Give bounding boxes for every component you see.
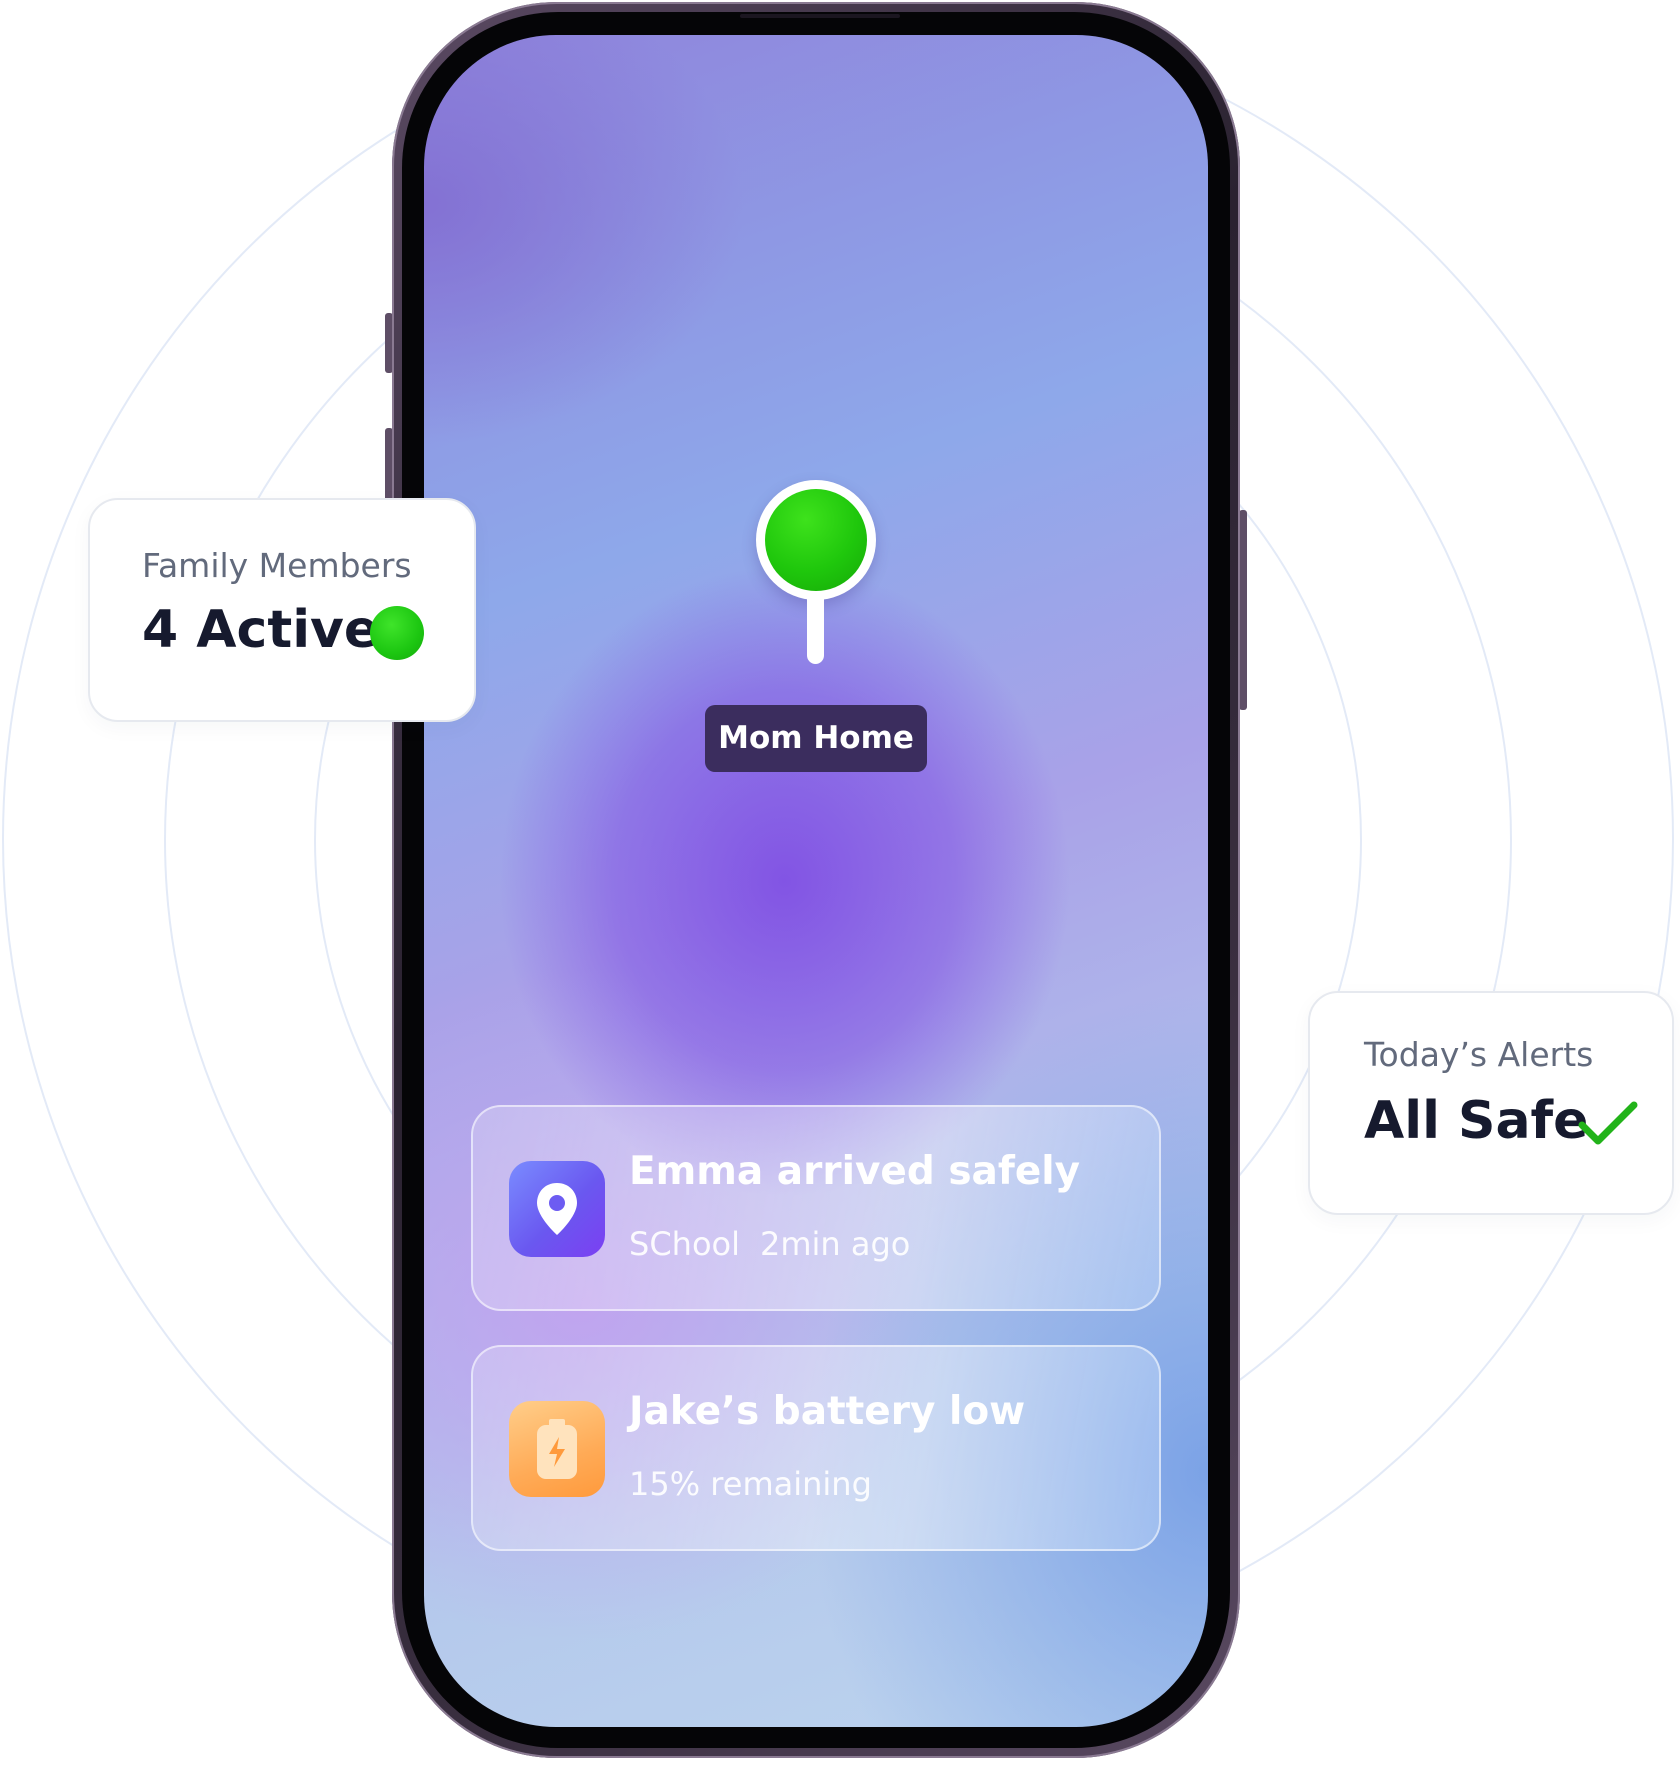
notification-emma-arrived[interactable]: Emma arrived safely SChool 2min ago (471, 1105, 1161, 1311)
notification-jake-battery[interactable]: Jake’s battery low 15% remaining (471, 1345, 1161, 1551)
notification-subtitle: 15% remaining (629, 1465, 872, 1503)
phone-volume-button (385, 428, 393, 528)
phone-action-button (385, 313, 393, 373)
location-pin-icon (509, 1161, 605, 1257)
map-pin-stem (807, 596, 824, 664)
map-pin-icon[interactable] (756, 480, 876, 600)
card-value: 4 Active (142, 600, 380, 660)
battery-icon (509, 1401, 605, 1497)
phone-power-button (1239, 510, 1247, 710)
card-label: Today’s Alerts (1364, 1035, 1594, 1074)
map-pin-label[interactable]: Mom Home (705, 705, 927, 772)
active-status-icon (370, 606, 424, 660)
notification-subtitle: SChool 2min ago (629, 1225, 910, 1263)
notification-title: Jake’s battery low (629, 1389, 1026, 1434)
checkmark-icon (1578, 1101, 1638, 1145)
notification-title: Emma arrived safely (629, 1149, 1081, 1194)
card-label: Family Members (142, 546, 412, 585)
map-pin-marker (765, 489, 867, 591)
todays-alerts-card[interactable]: Today’s Alerts All Safe (1308, 991, 1674, 1215)
notification-place: SChool (629, 1225, 740, 1263)
phone-speaker (740, 14, 900, 18)
notification-time: 2min ago (759, 1225, 911, 1263)
family-members-card[interactable]: Family Members 4 Active (88, 498, 476, 722)
card-value: All Safe (1364, 1091, 1589, 1151)
